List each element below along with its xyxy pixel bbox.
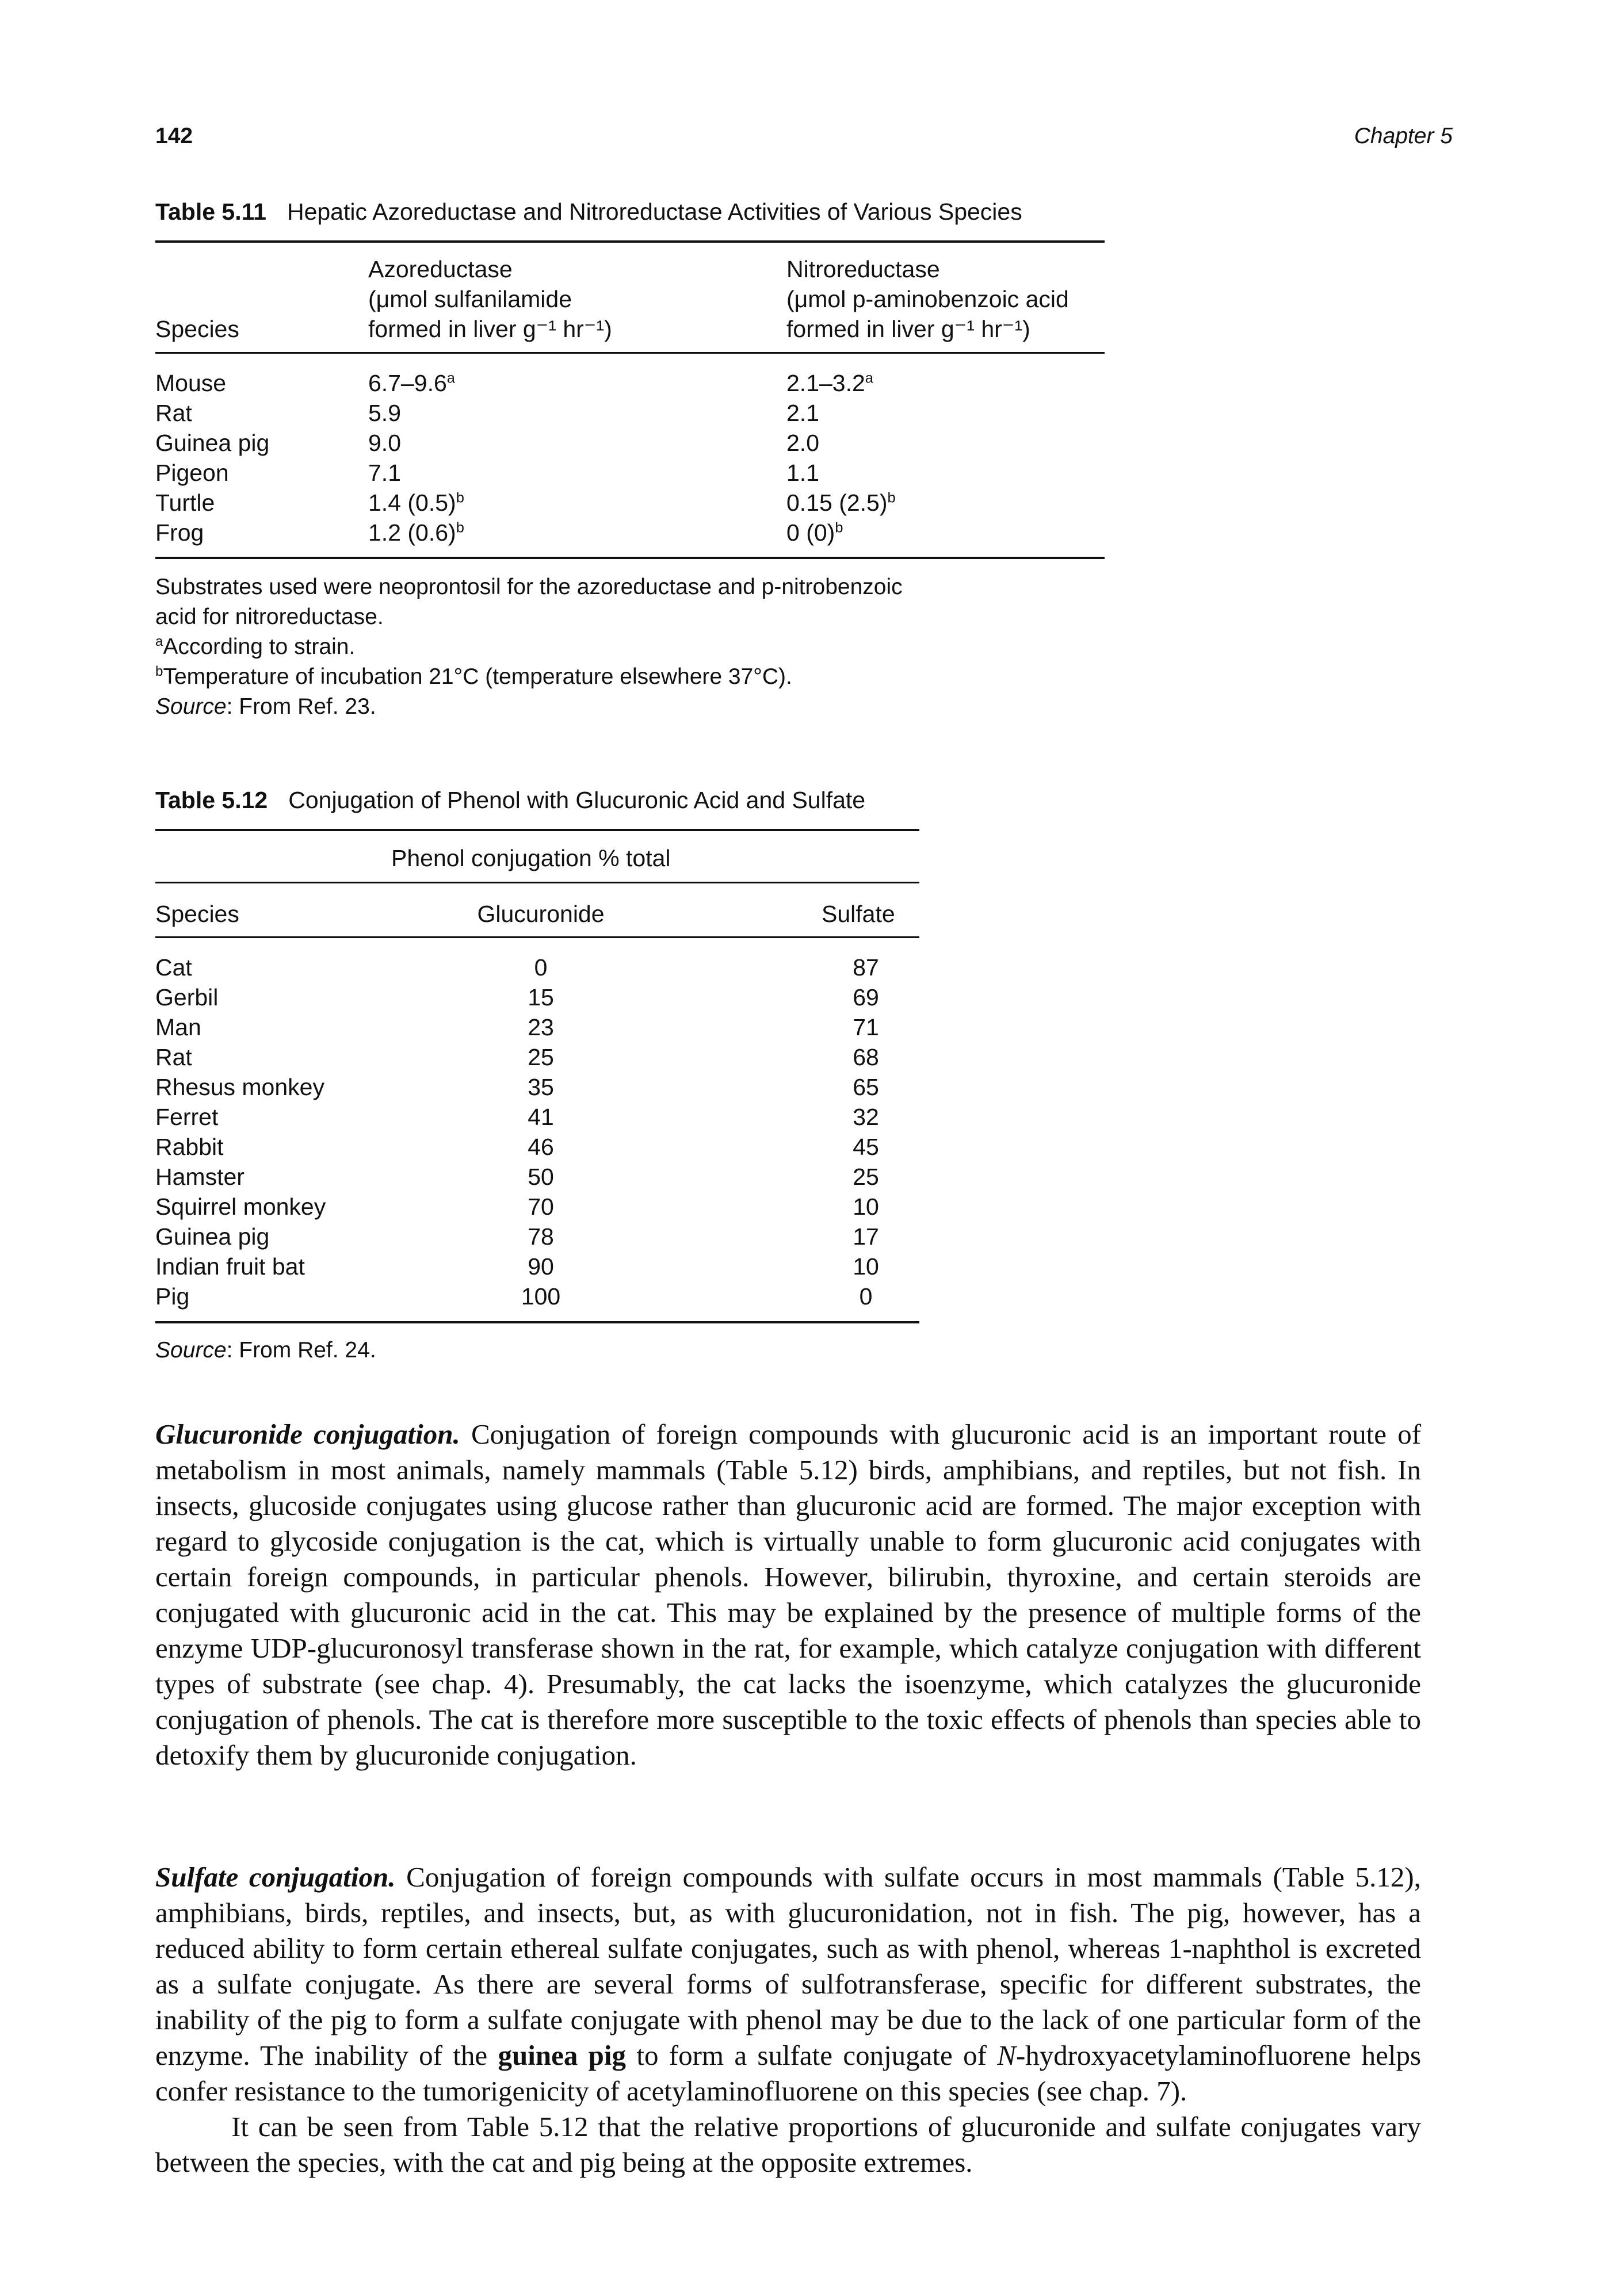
column-header-species: Species [155, 316, 239, 342]
table-source: Source: From Ref. 23. [155, 694, 376, 719]
table-cell-sulfate: 0 [859, 1283, 873, 1310]
table-row-species: Rabbit [155, 1134, 224, 1160]
table-title: Hepatic Azoreductase and Nitroreductase … [287, 198, 1022, 225]
table-cell-sulfate: 25 [853, 1164, 879, 1190]
table-note-substrates: Substrates used were neoprontosil for th… [155, 575, 903, 599]
table-row-species: Mouse [155, 370, 227, 396]
table-cell-glucuronide: 50 [528, 1164, 554, 1190]
table-cell-glucuronide: 41 [528, 1104, 554, 1130]
table-row-species: Rat [155, 1044, 192, 1070]
table-bottom-rule [155, 557, 1105, 559]
table-header-rule [155, 936, 919, 938]
paragraph-relative-proportions: It can be seen from Table 5.12 that the … [155, 2111, 1421, 2178]
table-cell-azoreductase: 1.4 (0.5)b [368, 489, 464, 516]
table-cell-glucuronide: 25 [528, 1044, 554, 1070]
table-cell-sulfate: 45 [853, 1134, 879, 1160]
table-cell-glucuronide: 23 [528, 1014, 554, 1040]
page-number: 142 [155, 124, 193, 148]
table-top-rule [155, 240, 1105, 243]
table-cell-sulfate: 69 [853, 984, 879, 1011]
table-cell-glucuronide: 70 [528, 1193, 554, 1220]
table-cell-glucuronide: 15 [528, 984, 554, 1011]
table-group-rule [155, 882, 919, 883]
run-in-heading: Glucuronide conjugation. [155, 1418, 460, 1450]
table-source: Source: From Ref. 24. [155, 1338, 376, 1363]
chapter-label: Chapter 5 [1354, 124, 1453, 148]
table-row-species: Indian fruit bat [155, 1253, 305, 1280]
table-cell-glucuronide: 78 [528, 1223, 554, 1250]
table-title: Conjugation of Phenol with Glucuronic Ac… [288, 787, 866, 813]
table-row-species: Pigeon [155, 460, 229, 486]
table-row-species: Squirrel monkey [155, 1193, 326, 1220]
table-row-species: Cat [155, 954, 192, 981]
column-header-sulfate: Sulfate [822, 901, 895, 927]
table-row-species: Frog [155, 519, 204, 546]
table-cell-glucuronide: 90 [528, 1253, 554, 1280]
table-row-species: Gerbil [155, 984, 219, 1011]
table-cell-glucuronide: 0 [534, 954, 548, 981]
table-row-species: Rhesus monkey [155, 1074, 324, 1100]
table-cell-sulfate: 87 [853, 954, 879, 981]
column-header-nitroreductase-units: formed in liver g⁻¹ hr⁻¹) [786, 316, 1030, 342]
table-cell-azoreductase: 5.9 [368, 400, 401, 426]
column-header-species: Species [155, 901, 239, 927]
column-header-azoreductase: Azoreductase [368, 256, 513, 282]
table-row-species: Hamster [155, 1164, 245, 1190]
table-cell-glucuronide: 100 [521, 1283, 561, 1310]
table-cell-sulfate: 71 [853, 1014, 879, 1040]
table-footnote-a: aAccording to strain. [155, 634, 356, 659]
table-bottom-rule [155, 1321, 919, 1323]
table-note-substrates: acid for nitroreductase. [155, 604, 384, 629]
table-cell-nitroreductase: 2.0 [786, 430, 819, 456]
column-header-nitroreductase-units: (μmol p-aminobenzoic acid [786, 286, 1069, 312]
table-row-species: Ferret [155, 1104, 219, 1130]
table-cell-nitroreductase: 2.1–3.2a [786, 370, 873, 396]
table-5-11-caption: Table 5.11 Hepatic Azoreductase and Nitro… [155, 198, 1022, 225]
table-number: Table 5.12 [155, 787, 268, 813]
table-cell-azoreductase: 1.2 (0.6)b [368, 519, 464, 546]
table-row-species: Guinea pig [155, 430, 270, 456]
column-header-glucuronide: Glucuronide [477, 901, 605, 927]
table-footnote-b: bTemperature of incubation 21°C (tempera… [155, 664, 792, 689]
table-cell-nitroreductase: 0 (0)b [786, 519, 843, 546]
table-cell-nitroreductase: 1.1 [786, 460, 819, 486]
table-cell-glucuronide: 35 [528, 1074, 554, 1100]
column-header-azoreductase-units: formed in liver g⁻¹ hr⁻¹) [368, 316, 612, 342]
table-cell-azoreductase: 6.7–9.6a [368, 370, 455, 396]
table-cell-sulfate: 32 [853, 1104, 879, 1130]
table-row-species: Turtle [155, 489, 215, 516]
table-cell-azoreductase: 9.0 [368, 430, 401, 456]
table-cell-sulfate: 10 [853, 1253, 879, 1280]
paragraph-glucuronide-conjugation: Glucuronide conjugation. Conjugation of … [155, 1418, 1422, 1771]
table-cell-sulfate: 17 [853, 1223, 879, 1250]
table-row-species: Rat [155, 400, 192, 426]
table-cell-sulfate: 10 [853, 1193, 879, 1220]
column-group-header: Phenol conjugation % total [391, 845, 671, 871]
table-cell-glucuronide: 46 [528, 1134, 554, 1160]
table-cell-sulfate: 68 [853, 1044, 879, 1070]
table-row-species: Pig [155, 1283, 190, 1310]
table-top-rule [155, 829, 919, 831]
table-row-species: Man [155, 1014, 201, 1040]
table-header-rule [155, 352, 1105, 354]
column-header-nitroreductase: Nitroreductase [786, 256, 940, 282]
table-cell-sulfate: 65 [853, 1074, 879, 1100]
table-5-12-caption: Table 5.12 Conjugation of Phenol with Glu… [155, 787, 865, 814]
table-number: Table 5.11 [155, 198, 266, 225]
table-cell-nitroreductase: 2.1 [786, 400, 819, 426]
run-in-heading: Sulfate conjugation. [155, 1861, 396, 1893]
table-cell-azoreductase: 7.1 [368, 460, 401, 486]
table-row-species: Guinea pig [155, 1223, 270, 1250]
running-header: 142 Chapter 5 [155, 124, 1453, 158]
column-header-azoreductase-units: (μmol sulfanilamide [368, 286, 572, 312]
paragraph-sulfate-conjugation: Sulfate conjugation. Conjugation of fore… [155, 1859, 1421, 2180]
table-cell-nitroreductase: 0.15 (2.5)b [786, 489, 896, 516]
